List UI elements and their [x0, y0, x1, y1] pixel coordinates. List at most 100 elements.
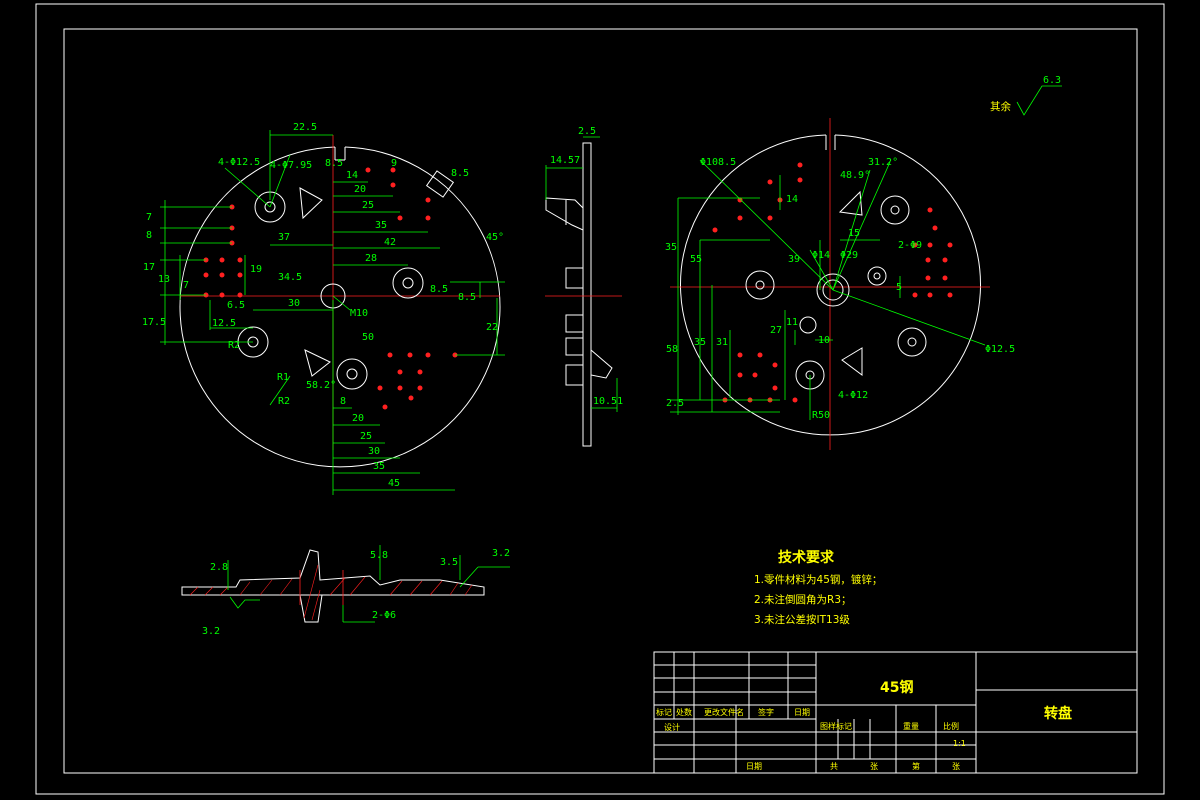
- tb-label-design: 设计: [664, 722, 680, 732]
- rv-dim-2-5: 2.5: [666, 398, 684, 409]
- dim-l-7b: 7: [183, 280, 189, 291]
- tb-label-change-doc: 更改文件名: [704, 707, 744, 717]
- rv-dim-r50: R50: [812, 410, 830, 421]
- rv-dim-48-9: 48.9°: [840, 170, 870, 181]
- rv-dim-15: 15: [848, 228, 860, 239]
- outer-frame: [35, 3, 1165, 795]
- tech-req-title: 技术要求: [778, 549, 835, 566]
- dim-l-17-5: 17.5: [142, 317, 166, 328]
- dim-30: 30: [288, 298, 300, 309]
- roughness-value: 6.3: [1043, 75, 1061, 86]
- tb-label-sheet1: 张: [870, 762, 878, 771]
- roughness-label: 其余: [990, 100, 1011, 113]
- rv-dim-11: 11: [786, 317, 798, 328]
- sec-dim-2-phi6: 2-Φ6: [372, 610, 396, 621]
- section-view: 2.8 5.8 3.5 3.2 3.2 2-Φ6: [181, 545, 510, 637]
- tb-label-date: 日期: [794, 708, 810, 717]
- dim-8-5-right: 8.5: [451, 168, 469, 179]
- dim-b-30: 30: [368, 446, 380, 457]
- side-dim-2-5: 2.5: [578, 126, 596, 137]
- rv-dim-2-phi9: 2-Φ9: [898, 240, 922, 251]
- tb-label-total: 共: [830, 762, 838, 771]
- dim-r-8-5: 8.5: [458, 292, 476, 303]
- dim-9: 9: [391, 158, 397, 169]
- dim-b-25: 25: [360, 431, 372, 442]
- right-small-holes: [712, 162, 953, 403]
- side-dim-14-57: 14.57: [550, 155, 580, 166]
- dim-22-5: 22.5: [293, 122, 317, 133]
- rv-dim-55: 55: [690, 254, 702, 265]
- tech-req-item-3: 3.未注公差按IT13级: [754, 613, 850, 626]
- rv-dim-14: 14: [786, 194, 798, 205]
- sec-dim-2-8: 2.8: [210, 562, 228, 573]
- side-dim-10-51: 10.51: [593, 396, 623, 407]
- dim-r-45deg: 45°: [486, 232, 504, 243]
- side-view: 2.5 14.57 10.51: [545, 126, 623, 447]
- left-small-holes: [203, 167, 458, 410]
- dim-42: 42: [384, 237, 396, 248]
- dim-l-8: 8: [146, 230, 152, 241]
- note-4-phi7-95: 4-Φ7.95: [270, 160, 312, 171]
- tb-label-sign: 签字: [758, 707, 774, 717]
- sec-dim-3-2-right: 3.2: [492, 548, 510, 559]
- note-4-phi12-5: 4-Φ12.5: [218, 157, 260, 168]
- note-r2b: R2: [278, 396, 290, 407]
- tb-label-mark: 标记: [656, 707, 672, 717]
- tech-req-item-1: 1.零件材料为45钢，镀锌；: [754, 573, 882, 586]
- dim-r-8-5b: 8.5: [430, 284, 448, 295]
- roughness-symbol: 其余 6.3: [990, 75, 1062, 116]
- dim-l-6-5: 6.5: [227, 300, 245, 311]
- note-r1: R1: [277, 372, 289, 383]
- right-view: Φ108.5 48.9° 31.2° 14 15 2-Φ9 Φ14 Φ29 5 …: [665, 118, 1015, 450]
- tech-req-item-2: 2.未注倒圆角为R3；: [754, 593, 852, 606]
- tb-label-date-bottom: 日期: [746, 762, 762, 771]
- part-name-text: 转盘: [1044, 705, 1072, 722]
- rv-dim-31: 31: [716, 337, 728, 348]
- dim-34-5: 34.5: [278, 272, 302, 283]
- dim-20: 20: [354, 184, 366, 195]
- rv-dim-phi29: Φ29: [840, 250, 858, 261]
- tb-label-stage: 图样标记: [820, 721, 852, 731]
- note-58-2: 58.2°: [306, 380, 336, 391]
- dim-l-17: 17: [143, 262, 155, 273]
- rv-dim-phi108-5: Φ108.5: [700, 157, 736, 168]
- rv-dim-10: 10: [818, 335, 830, 346]
- dim-14: 14: [346, 170, 358, 181]
- tb-label-weight: 重量: [903, 721, 919, 731]
- inner-frame: [63, 28, 1138, 774]
- dim-l-13: 13: [158, 274, 170, 285]
- left-view: 22.5 8.5 14 20 25 35 42 28 34.5 30 8.5 9…: [142, 122, 505, 495]
- note-37: 37: [278, 232, 290, 243]
- dim-b-35: 35: [373, 461, 385, 472]
- rv-dim-58: 58: [666, 344, 678, 355]
- tb-label-ratio: 比例: [943, 721, 959, 731]
- material-text: 45钢: [880, 679, 913, 696]
- dim-8-5-top: 8.5: [325, 158, 343, 169]
- rv-dim-31-2: 31.2°: [868, 157, 898, 168]
- dim-b-8: 8: [340, 396, 346, 407]
- sec-dim-3-2-left: 3.2: [202, 626, 220, 637]
- note-r2: R2: [228, 340, 240, 351]
- dim-l-19: 19: [250, 264, 262, 275]
- note-50: 50: [362, 332, 374, 343]
- rv-dim-5: 5: [896, 282, 902, 293]
- tb-label-count: 处数: [676, 707, 692, 717]
- sec-dim-3-5: 3.5: [440, 557, 458, 568]
- note-m10: M10: [350, 308, 368, 319]
- dim-b-45: 45: [388, 478, 400, 489]
- dim-l-12-5: 12.5: [212, 318, 236, 329]
- title-block: 45钢 转盘 1:1 标记 处数 更改文件名 签字 日期 设计 日期 图样标记 …: [653, 651, 1138, 774]
- dim-25: 25: [362, 200, 374, 211]
- rv-dim-27: 27: [770, 325, 782, 336]
- sec-dim-5-8: 5.8: [370, 550, 388, 561]
- dim-b-20: 20: [352, 413, 364, 424]
- tb-label-sheet2: 张: [952, 762, 960, 771]
- rv-dim-4-phi12: 4-Φ12: [838, 390, 868, 401]
- rv-dim-phi12-5: Φ12.5: [985, 344, 1015, 355]
- rv-dim-39: 39: [788, 254, 800, 265]
- dim-28: 28: [365, 253, 377, 264]
- dim-l-7: 7: [146, 212, 152, 223]
- technical-requirements: 技术要求 1.零件材料为45钢，镀锌； 2.未注倒圆角为R3； 3.未注公差按I…: [754, 549, 882, 626]
- rv-dim-35b: 35: [694, 337, 706, 348]
